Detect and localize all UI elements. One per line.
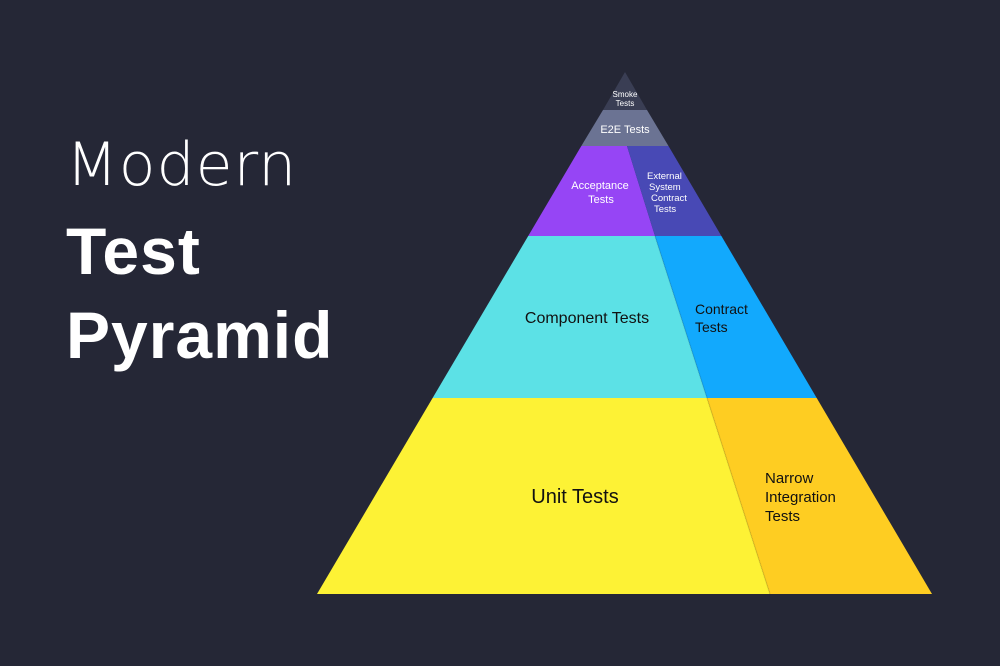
external-label-2: System bbox=[649, 182, 681, 193]
narrow-label-2: Integration bbox=[765, 489, 836, 506]
acceptance-layer bbox=[528, 146, 655, 236]
external-label-1: External bbox=[647, 171, 682, 182]
e2e-label: E2E Tests bbox=[600, 124, 650, 136]
narrow-integration-layer bbox=[707, 398, 932, 594]
unit-layer bbox=[317, 398, 770, 594]
smoke-label-2: Tests bbox=[616, 99, 635, 108]
narrow-label-3: Tests bbox=[765, 508, 800, 525]
unit-label: Unit Tests bbox=[531, 486, 618, 508]
title-test: Test bbox=[66, 214, 201, 288]
title-pyramid: Pyramid bbox=[66, 298, 334, 372]
smoke-layer bbox=[603, 72, 647, 110]
title-modern: Modern bbox=[66, 130, 298, 200]
component-layer bbox=[432, 236, 707, 398]
component-label: Component Tests bbox=[525, 310, 649, 327]
external-contract-layer bbox=[627, 146, 722, 236]
acceptance-label-2: Tests bbox=[588, 194, 614, 206]
contract-layer bbox=[655, 236, 817, 398]
contract-label-2: Tests bbox=[695, 319, 728, 335]
e2e-layer bbox=[581, 110, 669, 146]
narrow-label-1: Narrow bbox=[765, 470, 814, 487]
external-label-3: Contract bbox=[651, 193, 687, 204]
smoke-label-1: Smoke bbox=[613, 90, 638, 99]
acceptance-label-1: Acceptance bbox=[571, 180, 628, 192]
external-label-4: Tests bbox=[654, 204, 676, 215]
contract-label-1: Contract bbox=[695, 301, 748, 317]
